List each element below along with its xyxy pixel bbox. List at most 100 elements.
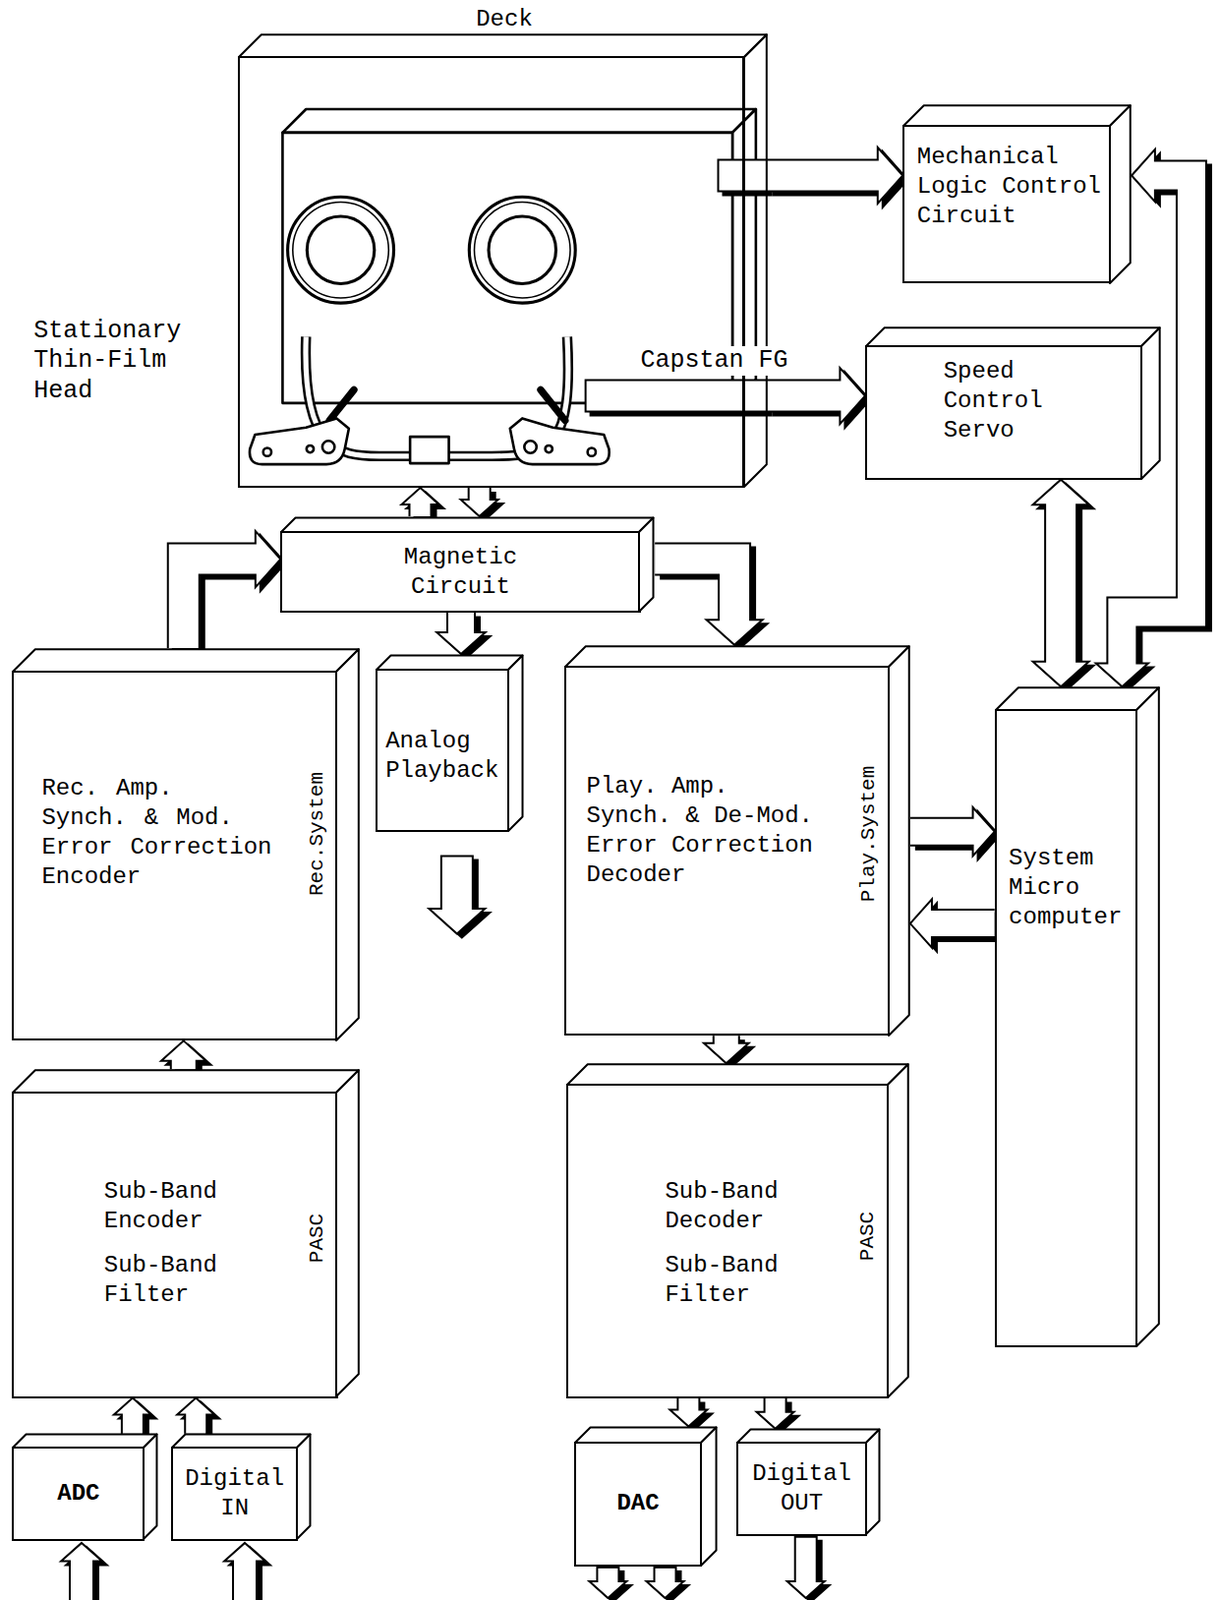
box-body: DAC [576,1443,700,1565]
logic-control-box: Mechanical Logic Control Circuit [902,124,1111,285]
part-label: Stationary Thin-Film Head [33,316,189,407]
box-label: Magnetic Circuit [400,542,521,602]
vertical-label: Play.System [856,765,882,903]
box-body: Speed Control Servo [943,356,1050,446]
arrow-shaft [766,381,843,411]
heading-label: Deck [239,4,770,35]
box-label: Sub-Band Filter [104,1250,225,1310]
box-label: Digital OUT [749,1458,856,1518]
arrow-shaft [70,1558,93,1600]
block-arrow [176,1397,220,1438]
vertical-label: PASC [303,1212,330,1262]
tape-guide [540,389,566,420]
digital-output-arrow [787,1535,830,1600]
box-depth [994,708,1138,1347]
box-label: Rec. Amp. Synch. & Mod. Error Correction… [41,773,274,892]
box-label: Sub-Band Decoder [664,1176,785,1236]
block-arrow [756,1397,800,1433]
box-top-face [737,1429,879,1443]
box-label: Digital IN [181,1463,289,1523]
block-arrow [114,1397,157,1438]
thin-film-head [409,436,449,464]
vertical-label: Rec.System [303,771,330,896]
box-side-face [143,1434,157,1539]
arrow-shaft [185,1411,206,1434]
block-arrow [436,612,490,659]
arrow-shaft [796,1537,816,1584]
arrow-shaft [442,857,472,912]
box-side-face [700,1427,717,1567]
box-top-face [575,1427,717,1444]
analog-playback-box: Analog Playback [375,668,510,832]
box-top-face [12,1069,359,1093]
block-arrow [461,487,504,521]
magnetic-circuit-box: Magnetic Circuit [280,530,640,613]
signal-label: Capstan FG [639,346,791,377]
reel-hub [306,216,374,284]
box-top-face [12,1434,157,1448]
box-side-face [866,1429,879,1534]
arrow-head [703,1043,750,1063]
box-body: Magnetic Circuit [282,542,639,602]
block-arrow [766,367,871,428]
arrow-shaft [910,818,977,845]
tape-guide [329,389,354,420]
arrow-shaft [410,501,431,517]
analog-output-arrow [588,1566,632,1600]
arrow-shaft [678,1397,698,1413]
box-top-face [238,34,767,58]
block-arrow [910,807,1000,860]
box-top-face [12,648,359,672]
box-side-face [1109,105,1131,284]
arrow-head [1131,149,1156,202]
vertical-label: PASC [855,1211,881,1261]
block-arrow [766,147,908,208]
microcomputer-box: System Micro computer [994,708,1138,1347]
box-side-face [744,34,767,487]
arrow-shaft [766,160,881,190]
box-body: Digital IN [173,1448,296,1538]
box-side-face [508,654,523,831]
box-side-face [336,1069,359,1396]
box-side-face [296,1434,310,1539]
arrow-shaft [654,559,735,624]
arrow-head [877,147,904,204]
analog-input-arrow [60,1542,108,1600]
arrow-shaft [1045,501,1076,665]
arrow-shaft [122,1411,143,1434]
box-label: Analog Playback [385,726,502,786]
box-label: DAC [616,1488,659,1518]
playback-system-box: Play. Amp. Synch. & De-Mod. Error Correc… [564,665,890,1037]
deck-housing: Deck [237,56,746,488]
pinch-roller-arm [249,417,349,465]
block-arrow [183,530,287,652]
box-top-face [866,327,1161,347]
arrow-head [706,619,763,645]
box-side-face [887,1063,909,1397]
digital-in-box: Digital IN [171,1446,298,1540]
box-top-face [565,645,910,667]
arrow-shaft [469,487,490,503]
box-top-face [567,1063,909,1085]
arrow-head [1096,663,1149,688]
box-body: Digital OUT [738,1443,866,1533]
block-arrow [910,898,1000,951]
arrow-shaft [586,381,768,411]
arrow-shaft [183,559,259,648]
block-arrow [161,1040,212,1073]
box-label: Sub-Band Encoder [104,1176,225,1236]
cassette-top [282,109,756,133]
box-label: ADC [57,1478,100,1509]
arrow-head [161,1040,207,1060]
arrow-head [428,908,485,934]
pasc-encoder-box: Sub-Band EncoderSub-Band Filter PASC [11,1091,338,1397]
analog-output-arrow [646,1566,690,1600]
arrow-shaft [597,1568,618,1584]
box-depth [171,1446,298,1540]
box-label: System Micro computer [1008,843,1129,932]
box-side-face [336,648,359,1041]
servo-box: Speed Control Servo [865,345,1143,480]
arrow-shadow [1038,483,1095,692]
box-depth [566,1083,889,1398]
box-label: Play. Amp. Synch. & De-Mod. Error Correc… [586,771,821,890]
